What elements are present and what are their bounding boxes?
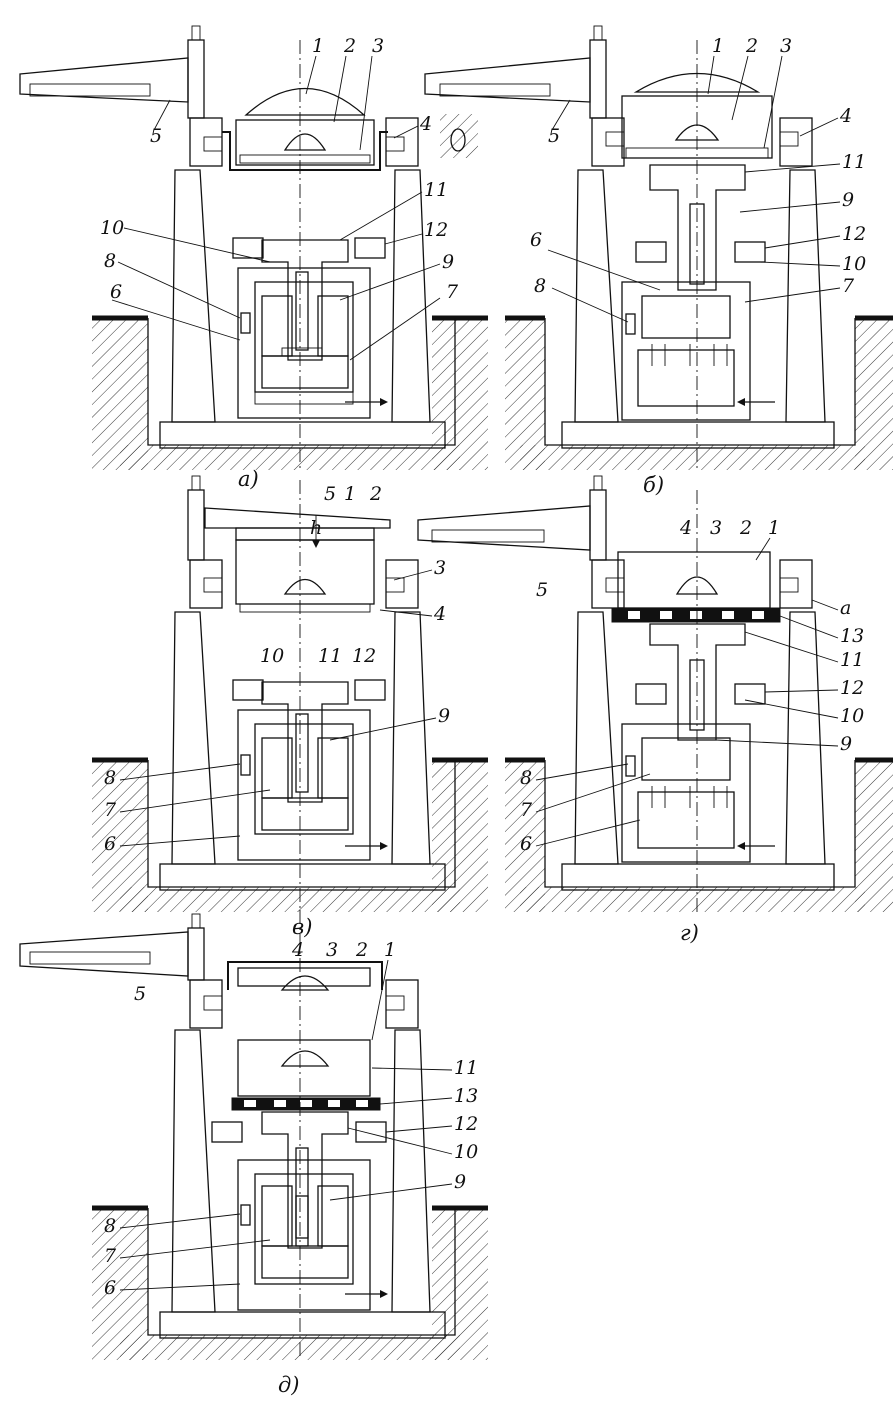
frame-column-left: [171, 169, 216, 423]
label-5: 5: [134, 983, 146, 1005]
label-13: 13: [840, 625, 864, 647]
label-13: 13: [454, 1085, 478, 1107]
label-8: 8: [104, 250, 116, 272]
label-3: 3: [780, 35, 792, 57]
label-6: 6: [110, 281, 122, 303]
panel-b: 1 2 3 4 5 6 7 8 9 10 11 12 б): [424, 25, 893, 497]
panel-caption: д): [278, 1373, 300, 1397]
label-3: 3: [710, 517, 722, 539]
label-2: 2: [343, 35, 356, 57]
panel-a: 1 2 3 4 5 6 7 8 9 10 11 12 а): [19, 25, 488, 491]
label-6: 6: [104, 833, 116, 855]
panel-v: h 5 1 2 3 4 10 11 12 9 8 7 6 в): [92, 475, 488, 939]
label-8: 8: [534, 275, 546, 297]
label-10: 10: [842, 253, 866, 275]
label-1: 1: [768, 517, 780, 539]
label-5: 5: [324, 483, 336, 505]
label-4: 4: [419, 113, 432, 135]
label-1: 1: [712, 35, 724, 57]
label-10: 10: [840, 705, 864, 727]
cylinder-housing: [237, 267, 371, 419]
label-9: 9: [840, 733, 852, 755]
label-4: 4: [679, 517, 692, 539]
label-7: 7: [842, 275, 855, 297]
panel-caption: в): [292, 915, 312, 939]
label-2: 2: [369, 483, 382, 505]
label-3: 3: [434, 557, 446, 579]
ground-hatch: [92, 318, 148, 470]
label-7: 7: [446, 281, 459, 303]
label-8: 8: [104, 767, 116, 789]
label-12: 12: [424, 219, 448, 241]
label-3: 3: [372, 35, 384, 57]
lever-arm: [19, 57, 189, 103]
label-2: 2: [739, 517, 752, 539]
label-7: 7: [104, 1245, 117, 1267]
label-6: 6: [104, 1277, 116, 1299]
panel-caption: б): [643, 473, 664, 497]
panel-caption: г): [680, 921, 699, 945]
label-12: 12: [454, 1113, 478, 1135]
label-8: 8: [104, 1215, 116, 1237]
label-2: 2: [355, 939, 368, 961]
label-9: 9: [454, 1171, 466, 1193]
label-5: 5: [548, 125, 560, 147]
label-1: 1: [312, 35, 324, 57]
label-12: 12: [842, 223, 866, 245]
label-5: 5: [150, 125, 162, 147]
panel-caption: а): [238, 467, 259, 491]
label-10: 10: [260, 645, 284, 667]
label-11: 11: [840, 649, 864, 671]
panel-d: 4 3 2 1 5 11 13 12 10 9 8 7 6 д): [19, 910, 488, 1397]
label-9: 9: [438, 705, 450, 727]
label-11: 11: [424, 179, 448, 201]
frame-column-right: [391, 169, 431, 423]
label-4: 4: [433, 603, 446, 625]
label-10: 10: [454, 1141, 478, 1163]
label-11: 11: [842, 151, 866, 173]
panel-g: 4 3 2 1 5 a 13 11 12 10 9 8 7 6 г): [417, 475, 893, 945]
label-10: 10: [100, 217, 124, 239]
label-4: 4: [291, 939, 304, 961]
label-7: 7: [520, 799, 533, 821]
label-5: 5: [536, 579, 548, 601]
label-1: 1: [344, 483, 356, 505]
label-9: 9: [842, 189, 854, 211]
label-12: 12: [352, 645, 376, 667]
label-7: 7: [104, 799, 117, 821]
label-11: 11: [454, 1057, 478, 1079]
label-11: 11: [318, 645, 342, 667]
label-3: 3: [326, 939, 338, 961]
label-2: 2: [745, 35, 758, 57]
label-6: 6: [530, 229, 542, 251]
label-9: 9: [442, 251, 454, 273]
label-12: 12: [840, 677, 864, 699]
label-1: 1: [384, 939, 396, 961]
label-h: h: [310, 517, 322, 539]
label-8: 8: [520, 767, 532, 789]
label-4: 4: [839, 105, 852, 127]
label-6: 6: [520, 833, 532, 855]
label-a: a: [840, 597, 851, 619]
